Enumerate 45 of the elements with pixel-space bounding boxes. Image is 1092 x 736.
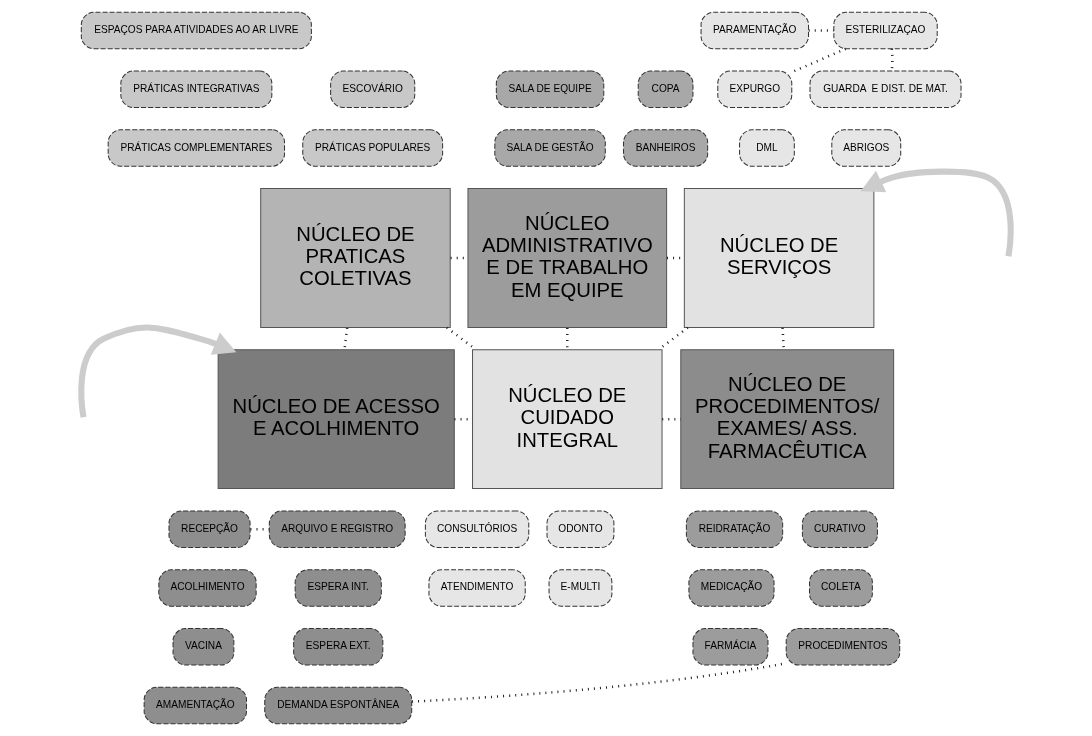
node-box: VACINA xyxy=(172,627,235,666)
node-box: SALA DE GESTÃO xyxy=(494,129,606,167)
node-box: E-MULTI xyxy=(548,569,613,607)
arrow xyxy=(78,324,237,418)
node-box: PROCEDIMENTOS xyxy=(785,627,901,666)
node-box: ABRIGOS xyxy=(831,129,902,167)
node-box: NÚCLEO DE CUIDADO INTEGRAL xyxy=(472,349,663,490)
arrow xyxy=(860,168,1014,257)
node-box: ODONTO xyxy=(546,510,615,548)
node-box: PRÁTICAS INTEGRATIVAS xyxy=(120,70,273,109)
node-box: ESPERA EXT. xyxy=(293,627,384,666)
node-box: DML xyxy=(739,129,795,167)
node-box: PARAMENTAÇÃO xyxy=(700,11,809,50)
node-box: EXPURGO xyxy=(717,70,793,109)
node-box: BANHEIROS xyxy=(623,129,709,167)
node-box: MEDICAÇÃO xyxy=(688,569,775,607)
node-box: AMAMENTAÇÃO xyxy=(143,686,247,725)
node-box: ESCOVÁRIO xyxy=(330,70,416,109)
node-box: NÚCLEO ADMINISTRATIVO E DE TRABALHO EM EQUIPE xyxy=(467,188,668,328)
node-box: NÚCLEO DE PRATICAS COLETIVAS xyxy=(260,188,451,328)
connector xyxy=(662,417,681,421)
node-box: ESPAÇOS PARA ATIVIDADES AO AR LIVRE xyxy=(80,11,312,50)
node-box: ATENDIMENTO xyxy=(428,569,526,607)
node-box: ARQUIVO E REGISTRO xyxy=(268,510,406,548)
node-box: PRÁTICAS COMPLEMENTARES xyxy=(107,129,286,167)
node-box: REIDRATAÇÃO xyxy=(685,510,784,548)
connector xyxy=(343,327,349,350)
node-box: DEMANDA ESPONTÂNEA xyxy=(264,686,413,725)
node-box: NÚCLEO DE SERVIÇOS xyxy=(683,188,875,328)
node-box: CURATIVO xyxy=(801,510,878,548)
node-box: COLETA xyxy=(809,569,873,607)
node-box: SALA DE EQUIPE xyxy=(495,70,605,109)
node-box: GUARDA E DIST. DE MAT. xyxy=(809,70,962,109)
node-box: FARMÁCIA xyxy=(692,627,769,666)
connector xyxy=(808,29,834,32)
node-box: ESTERILIZAÇAO xyxy=(833,11,938,50)
node-box: ESPERA INT. xyxy=(294,569,382,607)
node-box: ACOLHIMENTO xyxy=(158,569,257,607)
node-box: NÚCLEO DE PROCEDIMENTOS/ EXAMES/ ASS. FARMACÊUTICA xyxy=(680,349,895,490)
node-box: PRÁTICAS POPULARES xyxy=(302,129,444,167)
node-box: COPA xyxy=(637,70,694,109)
connector xyxy=(791,47,847,74)
node-box: RECEPÇÃO xyxy=(168,510,251,548)
node-box: NÚCLEO DE ACESSO E ACOLHIMENTO xyxy=(217,349,455,490)
node-box: CONSULTÓRIOS xyxy=(424,510,530,548)
